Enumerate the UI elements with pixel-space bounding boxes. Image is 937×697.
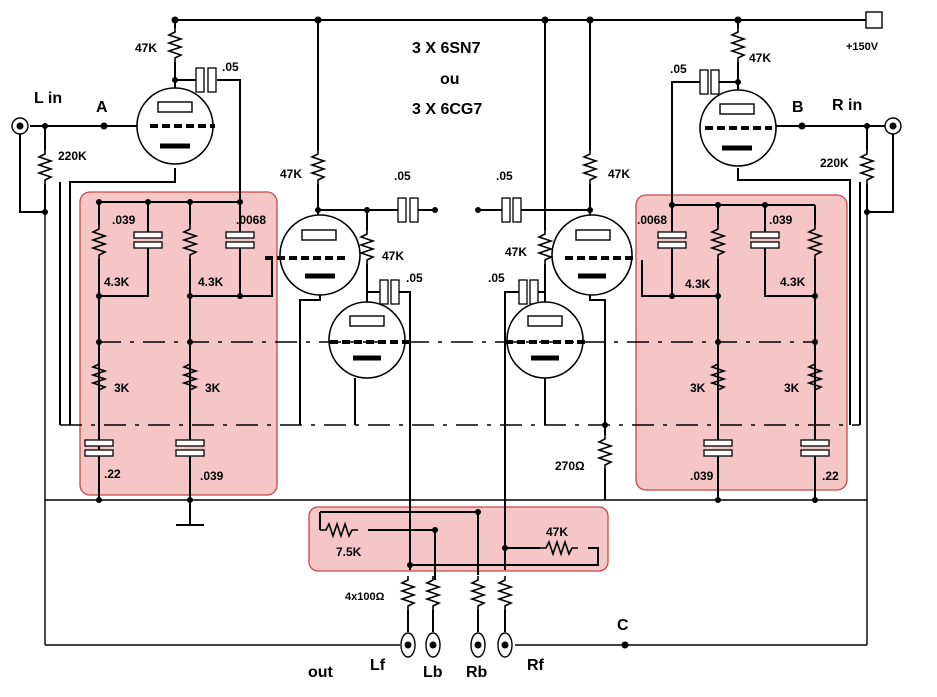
left-lower-coupling-cap-label: .05 — [406, 271, 423, 285]
left-net-res-c-label: 3K — [114, 381, 130, 395]
title-line-3: 3 X 6CG7 — [412, 101, 482, 118]
left-grid-resistor-label: 220K — [58, 149, 87, 163]
left-net-cap-a-label: .039 — [112, 213, 136, 227]
output-lb-label: Lb — [423, 664, 443, 681]
left-net-cap-c-label: .22 — [104, 467, 121, 481]
right-input-coupling-cap-label: .05 — [670, 62, 687, 76]
title-line-1: 3 X 6SN7 — [412, 40, 481, 57]
left-middle-coupling-cap-label: .05 — [394, 169, 411, 183]
output-jack-rf[interactable] — [497, 632, 513, 658]
output-rb-label: Rb — [466, 664, 488, 681]
node-b-label: B — [792, 99, 804, 116]
right-net-cap-b-label: .039 — [769, 213, 793, 227]
ground-rail — [44, 212, 868, 646]
left-filter-network — [84, 201, 273, 526]
node-c-label: C — [617, 617, 629, 634]
left-input-plate-resistor-label: 47K — [135, 41, 157, 55]
title-line-2: ou — [440, 71, 460, 88]
right-net-res-b-label: 4.3K — [780, 275, 806, 289]
right-input-label: R in — [832, 97, 862, 114]
output-lf-label: Lf — [370, 657, 386, 674]
right-input-tube — [699, 89, 777, 167]
node-a-label: A — [96, 99, 108, 116]
left-net-res-d-label: 3K — [205, 381, 221, 395]
right-lower-tube — [505, 301, 585, 425]
cathode-resistor-label: 270Ω — [555, 459, 585, 473]
left-net-cap-b-label: .0068 — [236, 213, 266, 227]
right-input-plate-resistor-label: 47K — [749, 51, 771, 65]
output-series-resistor-label: 4x100Ω — [345, 591, 385, 603]
right-net-cap-c-label: .039 — [690, 469, 714, 483]
left-input-wiring — [19, 20, 241, 425]
output-mix-zone — [308, 506, 609, 572]
right-middle-plate-resistor-label: 47K — [608, 167, 630, 181]
left-net-cap-d-label: .039 — [200, 469, 224, 483]
right-net-cap-d-label: .22 — [822, 469, 839, 483]
left-middle-tube — [265, 214, 361, 296]
supply-voltage-label: +150V — [846, 41, 879, 53]
left-input-tube — [136, 87, 215, 165]
left-input-label: L in — [34, 90, 62, 107]
left-filter-zone — [79, 191, 278, 496]
output-mix-right-resistor-label: 47K — [546, 525, 568, 539]
output-mix-network — [319, 511, 599, 580]
supply-rail — [171, 11, 883, 29]
left-net-res-b-label: 4.3K — [198, 275, 224, 289]
right-net-res-d-label: 3K — [784, 381, 800, 395]
right-middle-coupling-cap-label: .05 — [496, 169, 513, 183]
left-lower-tube — [328, 301, 410, 425]
right-filter-network — [641, 204, 830, 500]
cathode-resistor — [596, 425, 614, 500]
right-net-res-c-label: 3K — [690, 381, 706, 395]
right-middle-tube — [551, 214, 635, 296]
output-series-resistors — [399, 576, 514, 632]
output-jack-lb[interactable] — [425, 632, 441, 658]
right-net-cap-a-label: .0068 — [637, 213, 667, 227]
left-lower-plate-resistor-label: 47K — [382, 249, 404, 263]
left-input-coupling-cap-label: .05 — [222, 60, 239, 74]
output-jack-rb[interactable] — [470, 632, 486, 658]
output-mix-left-resistor-label: 7.5K — [336, 545, 362, 559]
left-net-res-a-label: 4.3K — [104, 275, 130, 289]
left-middle-plate-resistor-label: 47K — [280, 167, 302, 181]
right-grid-resistor-label: 220K — [820, 156, 849, 170]
output-rf-label: Rf — [527, 657, 545, 674]
output-label: out — [308, 664, 334, 681]
output-jack-lf[interactable] — [400, 632, 416, 658]
right-lower-coupling-cap-label: .05 — [488, 271, 505, 285]
right-net-res-a-label: 4.3K — [685, 277, 711, 291]
right-lower-plate-resistor-label: 47K — [505, 245, 527, 259]
